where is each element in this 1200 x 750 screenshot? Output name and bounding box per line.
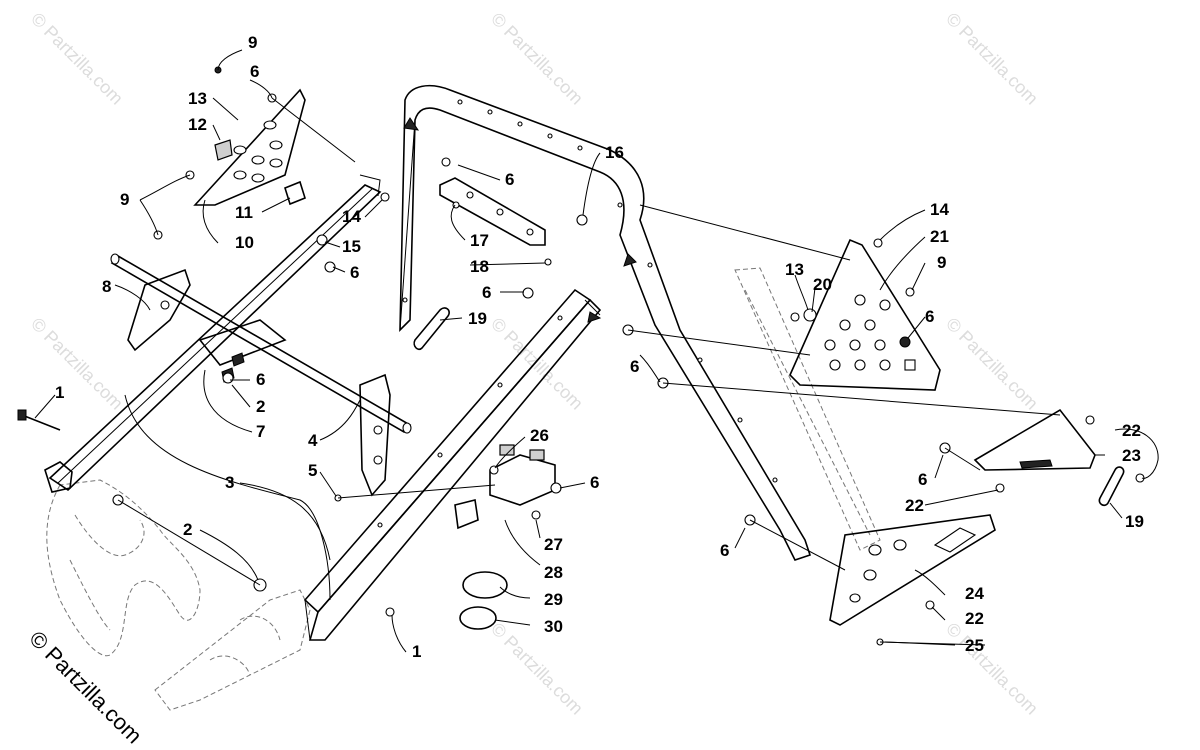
callout-22: 22 [1122,421,1141,440]
callout-6: 6 [350,263,359,282]
callout-2: 2 [256,397,265,416]
callout-10: 10 [235,233,254,252]
part-dashed-bar [734,267,881,551]
callout-2: 2 [183,520,192,539]
watermark: © Partzilla.com [487,9,587,109]
callout-16: 16 [605,143,624,162]
callout-6: 6 [250,62,259,81]
callout-26: 26 [530,426,549,445]
callout-4: 4 [308,431,318,450]
callout-12: 12 [188,115,207,134]
callout-6: 6 [630,357,639,376]
part-21-plate [789,238,941,391]
callout-13: 13 [785,260,804,279]
callout-6: 6 [256,370,265,389]
callout-labels: 9 6 13 12 9 11 10 14 15 6 8 6 2 7 1 3 2 … [55,33,1144,661]
callout-1: 1 [55,383,64,402]
part-8-bracket [127,268,191,352]
callout-6: 6 [918,470,927,489]
callout-9: 9 [120,190,129,209]
callout-23: 23 [1122,446,1141,465]
callout-19: 19 [1125,512,1144,531]
callout-6: 6 [505,170,514,189]
callout-21: 21 [930,227,949,246]
callout-6: 6 [590,473,599,492]
watermark: © Partzilla.com [487,314,587,414]
watermark: © Partzilla.com [942,9,1042,109]
callout-14: 14 [342,207,361,226]
callout-8: 8 [102,277,111,296]
watermark: © Partzilla.com [942,314,1042,414]
part-19-loop-right [1098,466,1125,506]
callout-6: 6 [720,541,729,560]
callout-14: 14 [930,200,949,219]
part-17-strap [439,177,546,246]
callout-6: 6 [482,283,491,302]
callout-13: 13 [188,89,207,108]
callout-30: 30 [544,617,563,636]
callout-29: 29 [544,590,563,609]
callout-28: 28 [544,563,563,582]
leader-lines [34,49,1159,653]
callout-9: 9 [937,253,946,272]
part-19-loop-left [413,307,450,351]
watermark-corner: © Partzilla.com [24,626,147,749]
callout-7: 7 [256,422,265,441]
callout-11: 11 [235,203,253,222]
callout-6: 6 [925,307,934,326]
callout-3: 3 [225,473,234,492]
callout-18: 18 [470,257,489,276]
watermarks: © Partzilla.com © Partzilla.com © Partzi… [24,9,1042,749]
callout-24: 24 [965,584,984,603]
watermark: © Partzilla.com [27,314,127,414]
frame-reference-dashed [46,479,311,711]
watermark: © Partzilla.com [942,619,1042,719]
parts-artwork [17,49,1159,711]
watermark: © Partzilla.com [487,619,587,719]
part-24-plate [829,514,996,626]
part-4-bracket [359,373,391,497]
callout-22: 22 [965,609,984,628]
part-16-roll-bar [399,84,812,561]
part-7-tube [110,253,412,434]
callout-22: 22 [905,496,924,515]
assembly-lines [117,97,1061,646]
callout-1: 1 [412,642,421,661]
callout-20: 20 [813,275,832,294]
callout-19: 19 [468,309,487,328]
callout-25: 25 [965,636,984,655]
part-10-plate [193,88,306,206]
callout-15: 15 [342,237,361,256]
part-1-left-rail [17,174,382,493]
part-23-bracket [973,408,1096,471]
part-bracket-mid [198,319,287,383]
callout-17: 17 [470,231,489,250]
part-3-lower-rail [303,288,602,641]
callout-5: 5 [308,461,317,480]
callout-27: 27 [544,535,563,554]
callout-9: 9 [248,33,257,52]
watermark: © Partzilla.com [27,9,127,109]
